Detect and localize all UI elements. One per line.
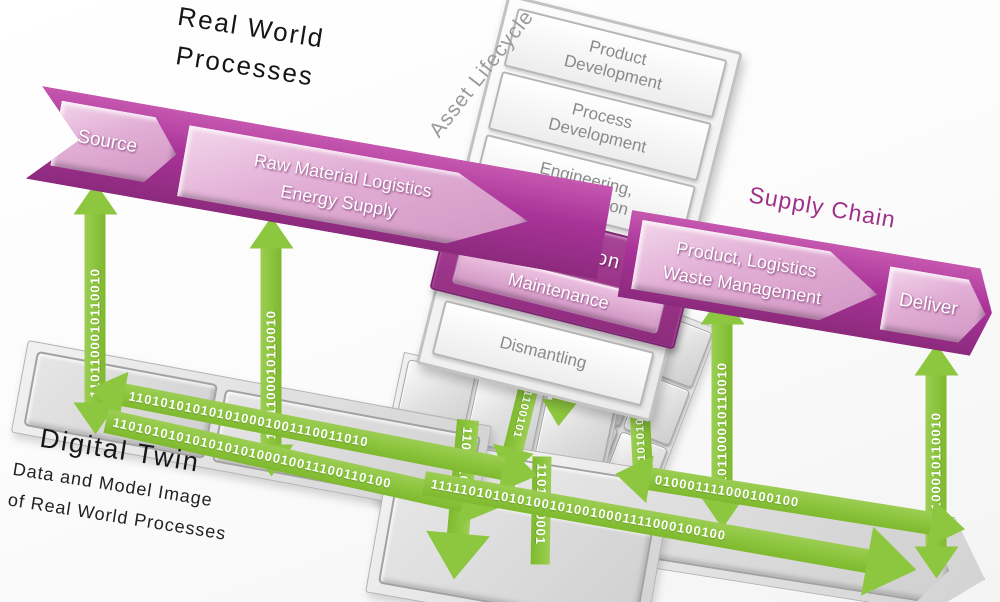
supply-chain-title: Supply Chain: [746, 181, 899, 233]
source-box: Source: [50, 101, 182, 187]
binary-arrow-wastemgmt-link: 1101100010110010: [700, 292, 744, 528]
deliver-label: Deliver: [897, 289, 960, 320]
deliver-box: Deliver: [880, 266, 991, 346]
binary-text: 1101100010110010: [714, 361, 730, 491]
source-label: Source: [75, 126, 139, 158]
real-world-title: Real World Processes: [173, 0, 327, 92]
